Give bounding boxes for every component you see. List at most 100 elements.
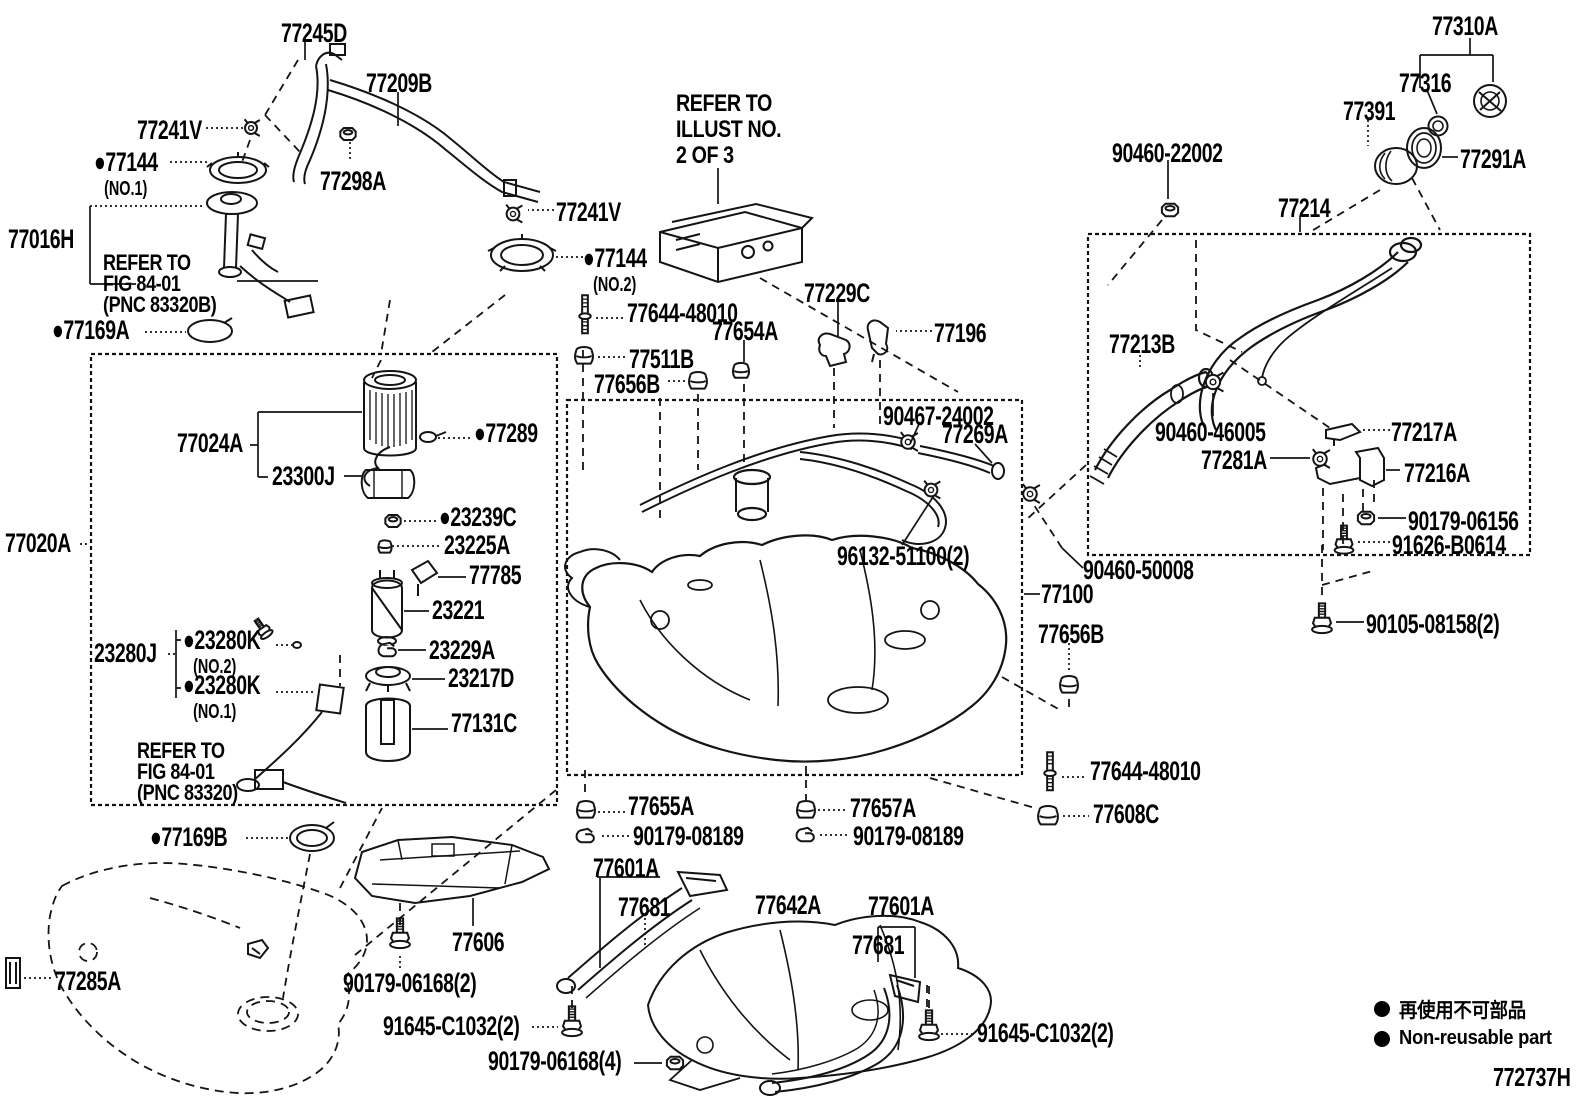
part-label-77601a: 77601A — [593, 853, 659, 883]
fuel-tank-drawing — [565, 470, 1006, 762]
part-label-77169a: ●77169A — [52, 315, 130, 345]
part-label-77681: 77681 — [618, 892, 671, 922]
part-label-refer-to: REFER TO FIG 84-01 (PNC 83320) — [137, 738, 238, 805]
part-label-77644-48010: 77644-48010 — [627, 298, 738, 328]
fuel-tube-77209B-drawing — [293, 44, 540, 202]
part-label-77785: 77785 — [469, 560, 522, 590]
part-label-23225a: 23225A — [444, 530, 510, 560]
part-label-77291a: 77291A — [1460, 144, 1526, 174]
part-label-90179-06168-4-: 90179-06168(4) — [488, 1046, 622, 1076]
part-label-77655a: 77655A — [628, 791, 694, 821]
non-reusable-dot-icon — [1374, 1030, 1390, 1047]
part-label-77217a: 77217A — [1391, 417, 1457, 447]
heat-shield-77606-drawing — [355, 837, 549, 903]
part-label-77391: 77391 — [1343, 96, 1396, 126]
part-label-90460-22002: 90460-22002 — [1112, 138, 1223, 168]
legend-text-jp: 再使用不可部品 — [1399, 1000, 1526, 1022]
part-label-77657a: 77657A — [850, 793, 916, 823]
part-label-91645-c1032-2-: 91645-C1032(2) — [383, 1011, 520, 1041]
part-label-77654a: 77654A — [712, 316, 778, 346]
label-bracket-lines — [90, 38, 1493, 1063]
retainer-77144-no2-drawing — [488, 234, 556, 271]
assembly-dashed-lines — [242, 60, 1440, 1012]
part-label-77606: 77606 — [452, 927, 505, 957]
tank-breather-tubes-drawing — [640, 431, 1004, 544]
part-label-23239c: ●23239C — [439, 502, 517, 532]
part-label-refer-to: REFER TO ILLUST NO. 2 OF 3 — [676, 90, 782, 169]
part-label-77298a: 77298A — [320, 166, 386, 196]
part-label-90467-24002: 90467-24002 — [883, 401, 994, 431]
part-label-77196: 77196 — [934, 318, 987, 348]
part-label-77656b: 77656B — [1038, 619, 1104, 649]
part-label-77144: ●77144(NO.1) — [94, 147, 158, 200]
part-label-77229c: 77229C — [804, 278, 870, 308]
part-label-77281a: 77281A — [1201, 445, 1267, 475]
fuel-cap-parts-drawing — [1161, 85, 1506, 218]
part-label-90179-08189: 90179-08189 — [853, 821, 964, 851]
part-label-90105-08158-2-: 90105-08158(2) — [1366, 609, 1500, 639]
part-label-77213b: 77213B — [1109, 329, 1175, 359]
part-label-90179-08189: 90179-08189 — [633, 821, 744, 851]
part-label-77131c: 77131C — [451, 708, 517, 738]
heat-shield-77642A-drawing — [648, 916, 991, 1090]
fuel-sender-assembly-drawing — [207, 152, 314, 318]
part-label-77024a: 77024A — [177, 428, 243, 458]
part-label-77016h: 77016H — [8, 224, 74, 254]
part-label-77241v: 77241V — [137, 115, 202, 145]
part-label-77511b: 77511B — [629, 344, 694, 374]
ghost-tank-clips — [6, 318, 334, 988]
part-label-90179-06156: 90179-06156 — [1408, 506, 1519, 536]
filler-pipe-box — [1088, 234, 1530, 555]
part-label-23280j: 23280J — [94, 638, 157, 668]
part-label-23229a: 23229A — [429, 635, 495, 665]
part-label-77644-48010: 77644-48010 — [1090, 756, 1201, 786]
part-label-77144: ●77144(NO.2) — [583, 243, 647, 296]
part-label-77269a: 77269A — [942, 419, 1008, 449]
part-label-77169b: ●77169B — [150, 822, 228, 852]
part-label-90460-46005: 90460-46005 — [1155, 417, 1266, 447]
legend-text-en: Non-reusable part — [1399, 1027, 1552, 1049]
part-label-77285a: 77285A — [55, 966, 121, 996]
part-label-77209b: 77209B — [366, 68, 432, 98]
diagram-code: 772737H — [1493, 1062, 1571, 1092]
part-label-77020a: 77020A — [5, 528, 71, 558]
part-label-96132-51100-2-: 96132-51100(2) — [837, 541, 970, 571]
detail-boxes — [91, 234, 1530, 805]
part-label-77608c: 77608C — [1093, 799, 1159, 829]
pump-module-parts-drawing — [237, 371, 446, 803]
legend: 再使用不可部品 Non-reusable part — [1374, 994, 1565, 1054]
non-reusable-dot-icon — [1374, 1000, 1390, 1017]
part-label-77289: ●77289 — [474, 418, 538, 448]
part-label-77216a: 77216A — [1404, 458, 1470, 488]
part-label-77214: 77214 — [1278, 193, 1331, 223]
label-leaders — [24, 120, 1390, 1034]
part-label-77642a: 77642A — [755, 890, 821, 920]
legend-row-en: Non-reusable part — [1374, 1027, 1565, 1050]
tank-straps-drawing — [557, 872, 920, 1095]
part-label-23280k: ●23280K(NO.1) — [183, 670, 261, 723]
part-label-91645-c1032-2-: 91645-C1032(2) — [977, 1018, 1114, 1048]
part-label-23280k: ●23280K(NO.2) — [183, 625, 261, 678]
part-label-77601a: 77601A — [868, 891, 934, 921]
part-label-91626-b0614: 91626-B0614 — [1392, 530, 1506, 560]
part-label-77100: 77100 — [1041, 579, 1094, 609]
part-label-77656b: 77656B — [594, 369, 660, 399]
part-label-77316: 77316 — [1399, 68, 1452, 98]
canister-drawing — [660, 204, 812, 282]
filler-pipe-brackets-drawing — [1204, 370, 1384, 555]
part-label-77245d: 77245D — [281, 18, 347, 48]
part-label-23221: 23221 — [432, 595, 485, 625]
fuel-inlet-hose-77213B-drawing — [1090, 369, 1213, 484]
part-label-77681: 77681 — [852, 930, 905, 960]
pump-module-box — [91, 354, 557, 805]
part-label-23300j: 23300J — [272, 461, 335, 491]
ghost-tank-outline-drawing — [49, 863, 368, 1093]
tank-hardware-icons — [243, 118, 1333, 1071]
part-label-77241v: 77241V — [556, 197, 621, 227]
part-label-90460-50008: 90460-50008 — [1083, 555, 1194, 585]
legend-row-jp: 再使用不可部品 — [1374, 994, 1565, 1023]
part-label-refer-to: REFER TO FIG 84-01 (PNC 83320B) — [103, 250, 217, 317]
part-label-77310a: 77310A — [1432, 11, 1498, 41]
